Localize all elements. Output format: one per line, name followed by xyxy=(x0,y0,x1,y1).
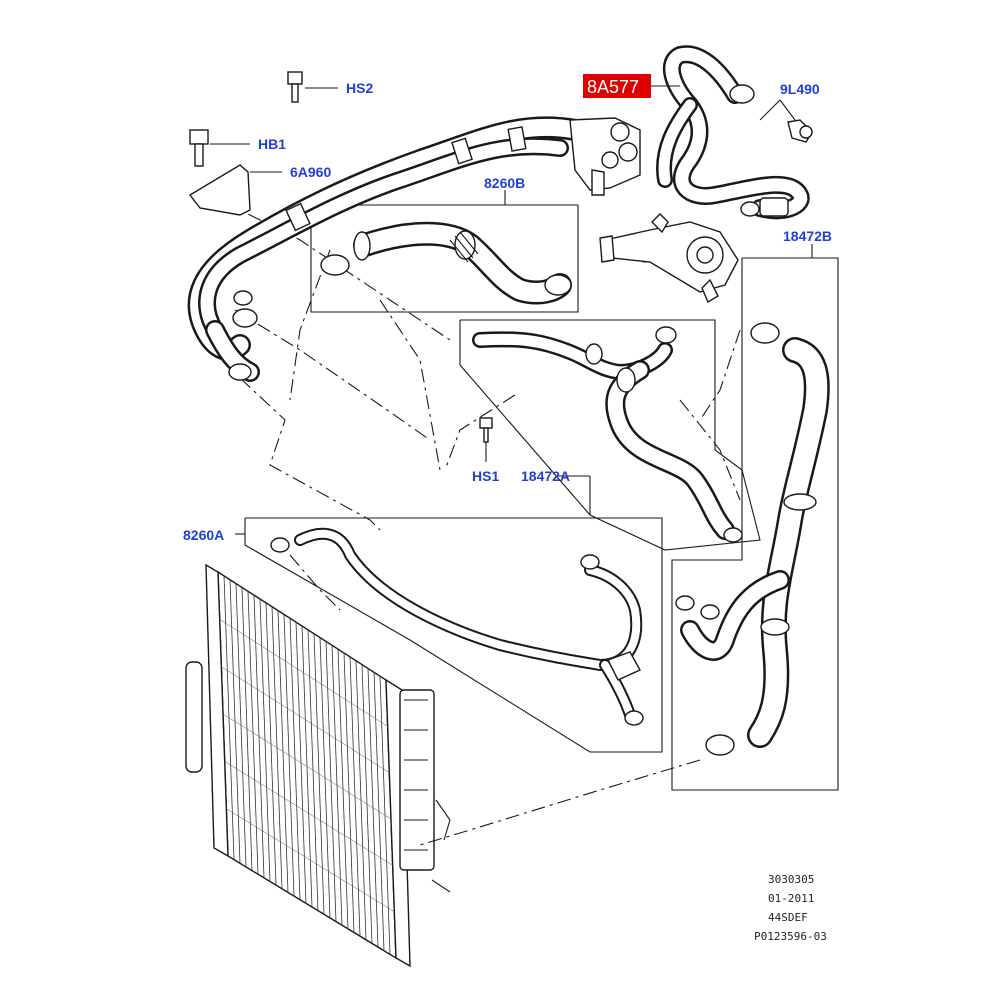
callout-8260a[interactable]: 8260A xyxy=(183,527,224,543)
radiator-fin-cross xyxy=(224,761,393,866)
callout-6a960[interactable]: 6A960 xyxy=(290,164,331,180)
radiator-end-tank xyxy=(399,689,435,871)
callout-8260b[interactable]: 8260B xyxy=(484,175,525,191)
reference-line-3: 44SDEF xyxy=(768,911,808,924)
reference-line-4: P0123596-03 xyxy=(754,930,827,943)
hose-manifold[interactable] xyxy=(569,117,641,196)
group-box-18472b xyxy=(671,257,839,791)
callout-hs1[interactable]: HS1 xyxy=(472,468,499,484)
callout-18472a[interactable]: 18472A xyxy=(521,468,570,484)
bolt-hs2[interactable] xyxy=(287,71,303,103)
group-box-8260a xyxy=(244,517,663,753)
upper-long-hose[interactable] xyxy=(187,116,586,382)
radiator-fins xyxy=(219,575,395,955)
reference-line-2: 01-2011 xyxy=(768,892,814,905)
callout-18472b[interactable]: 18472B xyxy=(783,228,832,244)
hose-18472b[interactable] xyxy=(675,322,830,756)
group-box-18472a xyxy=(459,319,761,551)
hose-8a577[interactable] xyxy=(656,45,810,220)
reference-block: 3030305 01-2011 44SDEF P0123596-03 xyxy=(754,873,827,943)
bolt-hb1[interactable] xyxy=(189,129,209,167)
reference-line-1: 3030305 xyxy=(768,873,814,886)
bracket-6a960[interactable] xyxy=(188,164,251,216)
callout-hb1[interactable]: HB1 xyxy=(258,136,286,152)
group-box-8260b xyxy=(310,204,579,313)
radiator[interactable] xyxy=(185,563,451,968)
connector-9l490[interactable] xyxy=(787,119,813,143)
callout-9l490[interactable]: 9L490 xyxy=(780,81,820,97)
hose-18472a[interactable] xyxy=(472,326,743,543)
radiator-fin-cross xyxy=(221,666,390,773)
callout-8a577-highlight[interactable]: 8A577 xyxy=(583,74,651,98)
callout-8a577[interactable]: 8A577 xyxy=(587,77,639,97)
bolt-hs1[interactable] xyxy=(479,417,493,443)
radiator-fin-cross xyxy=(222,713,392,820)
radiator-fin-cross xyxy=(219,619,388,727)
radiator-fin-cross xyxy=(226,808,395,912)
hose-8260b[interactable] xyxy=(320,221,572,305)
callout-hs2[interactable]: HS2 xyxy=(346,80,373,96)
thermostat-housing[interactable] xyxy=(599,213,739,304)
radiator-side-tank xyxy=(185,661,203,773)
hose-8260a[interactable] xyxy=(270,527,644,726)
